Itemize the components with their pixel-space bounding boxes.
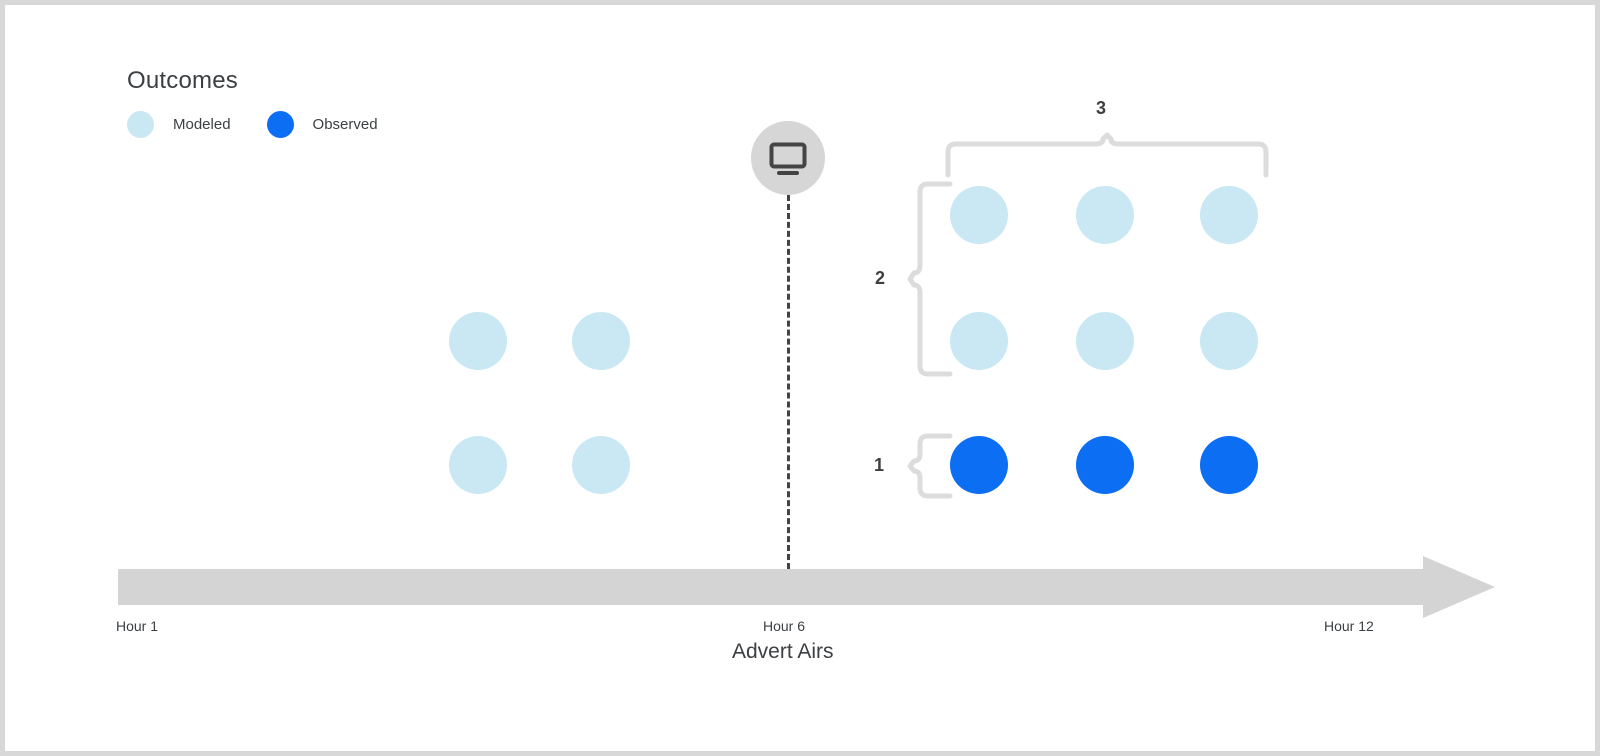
circle-swatch-observed-icon bbox=[266, 111, 294, 138]
event-dashed-line bbox=[787, 195, 790, 569]
annotation-label-2: 2 bbox=[875, 268, 886, 288]
legend: Modeled Observed bbox=[127, 111, 378, 138]
annotation-label-3: 3 bbox=[1096, 98, 1107, 118]
legend-item-modeled[interactable]: Modeled bbox=[127, 111, 231, 138]
annotation-label-1: 1 bbox=[874, 455, 885, 475]
axis-tick-hour-1: Hour 1 bbox=[116, 618, 159, 634]
modeled-dot[interactable] bbox=[950, 312, 1008, 370]
axis-title: Advert Airs bbox=[732, 640, 834, 663]
tv-marker[interactable] bbox=[751, 121, 825, 195]
tv-icon bbox=[769, 142, 807, 175]
modeled-dot[interactable] bbox=[1076, 312, 1134, 370]
legend-item-label: Modeled bbox=[173, 116, 231, 133]
circle-swatch-modeled-icon bbox=[127, 111, 154, 138]
modeled-dot[interactable] bbox=[572, 312, 630, 370]
timeline-arrow bbox=[118, 556, 1495, 618]
modeled-dot[interactable] bbox=[1200, 312, 1258, 370]
observed-dot[interactable] bbox=[1076, 436, 1134, 494]
modeled-dot[interactable] bbox=[950, 186, 1008, 244]
observed-dot[interactable] bbox=[950, 436, 1008, 494]
legend-item-observed[interactable]: Observed bbox=[266, 111, 378, 138]
modeled-dot[interactable] bbox=[449, 312, 507, 370]
annotation-bracket-3 bbox=[945, 132, 1275, 178]
axis-tick-hour-12: Hour 12 bbox=[1324, 618, 1374, 634]
modeled-dot[interactable] bbox=[572, 436, 630, 494]
axis-tick-hour-6: Hour 6 bbox=[763, 618, 806, 634]
modeled-dot[interactable] bbox=[1076, 186, 1134, 244]
observed-dot[interactable] bbox=[1200, 436, 1258, 494]
modeled-dot[interactable] bbox=[1200, 186, 1258, 244]
legend-item-label: Observed bbox=[312, 116, 378, 133]
modeled-dot[interactable] bbox=[449, 436, 507, 494]
legend-title: Outcomes bbox=[127, 67, 238, 94]
annotation-bracket-1 bbox=[907, 433, 953, 499]
annotation-bracket-2 bbox=[907, 181, 953, 377]
